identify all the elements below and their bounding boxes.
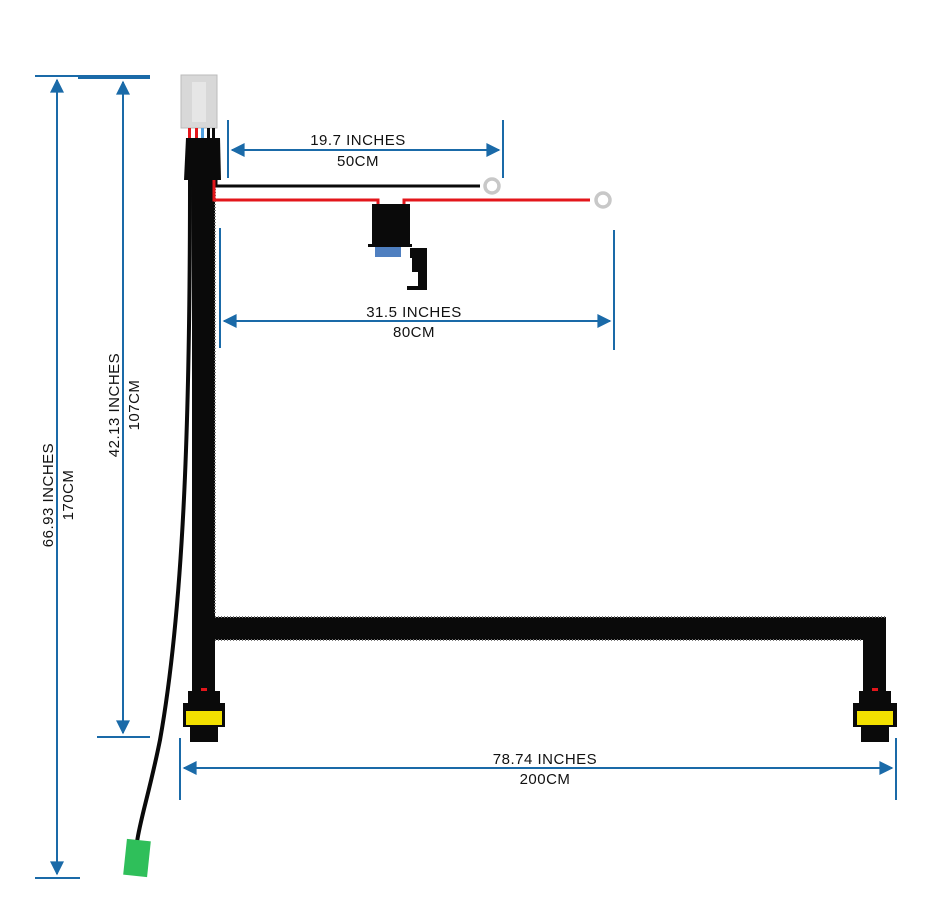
fuse-holder bbox=[368, 204, 427, 290]
switch-plug bbox=[180, 74, 221, 180]
ground-wire-inches: 19.7 INCHES bbox=[310, 132, 406, 149]
to-switch-inches: 66.93 INCHES bbox=[40, 443, 57, 547]
to-lights-cm: 107CM bbox=[126, 380, 143, 431]
power-wire-inches: 31.5 INCHES bbox=[366, 304, 462, 321]
to-switch-cm: 170CM bbox=[60, 470, 77, 521]
right-light-connector bbox=[853, 688, 897, 742]
dimension-power-wire bbox=[219, 228, 615, 350]
wire-loom bbox=[192, 178, 886, 693]
dimension-between-lights bbox=[179, 738, 897, 800]
to-lights-inches: 42.13 INCHES bbox=[106, 353, 123, 457]
switch-wire bbox=[135, 179, 192, 843]
ground-wire-cm: 50CM bbox=[337, 153, 379, 170]
between-lights-inches: 78.74 INCHES bbox=[493, 751, 597, 768]
between-lights-cm: 200CM bbox=[520, 771, 571, 788]
dimension-to-lights bbox=[78, 77, 150, 738]
power-wire bbox=[212, 180, 612, 209]
ground-wire bbox=[214, 177, 501, 195]
switch-connector bbox=[123, 838, 151, 878]
power-wire-cm: 80CM bbox=[393, 324, 435, 341]
dimension-ground-wire bbox=[227, 120, 504, 178]
left-light-connector bbox=[183, 688, 225, 742]
dimension-to-switch bbox=[35, 75, 150, 879]
